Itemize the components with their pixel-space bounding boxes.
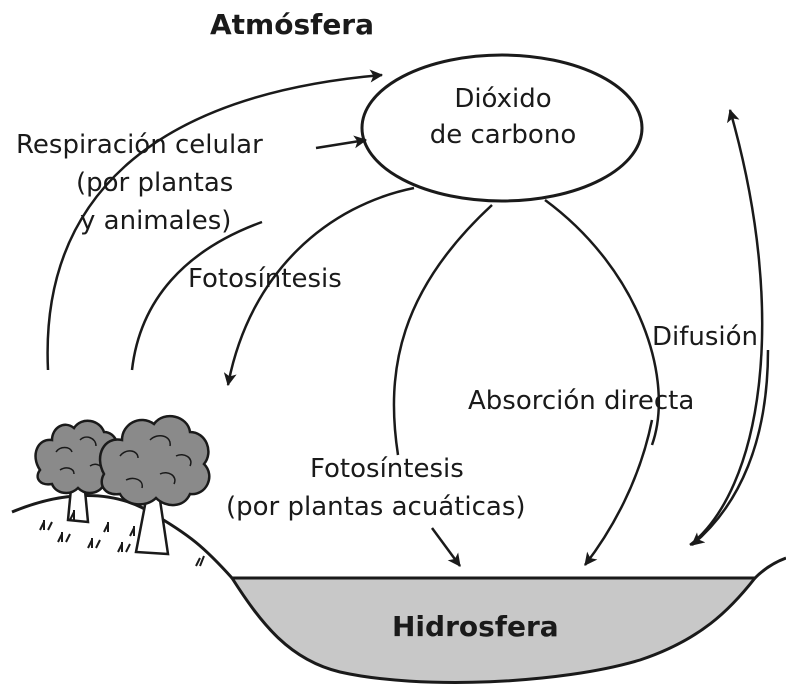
atmosphere-title: Atmósfera xyxy=(210,8,375,41)
hydrosphere-title: Hidrosfera xyxy=(392,610,559,643)
co2-ellipse xyxy=(360,53,644,203)
respiration-label-arrow xyxy=(315,135,368,150)
hydrosphere-water xyxy=(229,576,759,684)
photosynthesis-aquatic-arrow xyxy=(392,204,493,456)
photosynthesis-aquatic-label-line2: (por plantas acuáticas) xyxy=(226,492,526,522)
photosynthesis-land-arrow xyxy=(223,186,415,387)
tree-left xyxy=(34,419,121,524)
photosynthesis-land-label: Fotosíntesis xyxy=(188,264,342,294)
direct-absorption-arrow-tip xyxy=(584,419,654,566)
respiration-label-line2: (por plantas xyxy=(76,168,234,198)
direct-absorption-label: Absorción directa xyxy=(468,386,695,416)
co2-label-line1: Dióxido xyxy=(454,84,552,114)
diffusion-arrow xyxy=(689,108,764,546)
co2-label-line2: de carbono xyxy=(429,120,577,150)
tree-right xyxy=(98,414,211,556)
grass-sprouts xyxy=(39,510,205,567)
direct-absorption-arrow xyxy=(544,198,660,446)
respiration-label-line3: y animales) xyxy=(80,206,232,236)
diffusion-label: Difusión xyxy=(652,322,759,352)
respiration-arrow-inner xyxy=(130,220,263,371)
respiration-label-line1: Respiración celular xyxy=(16,130,263,160)
diffusion-arrow-down xyxy=(691,349,770,546)
respiration-arrow-outer xyxy=(46,69,384,371)
photosynthesis-aquatic-label-arrow xyxy=(430,527,462,567)
photosynthesis-aquatic-label-line1: Fotosíntesis xyxy=(310,454,464,484)
